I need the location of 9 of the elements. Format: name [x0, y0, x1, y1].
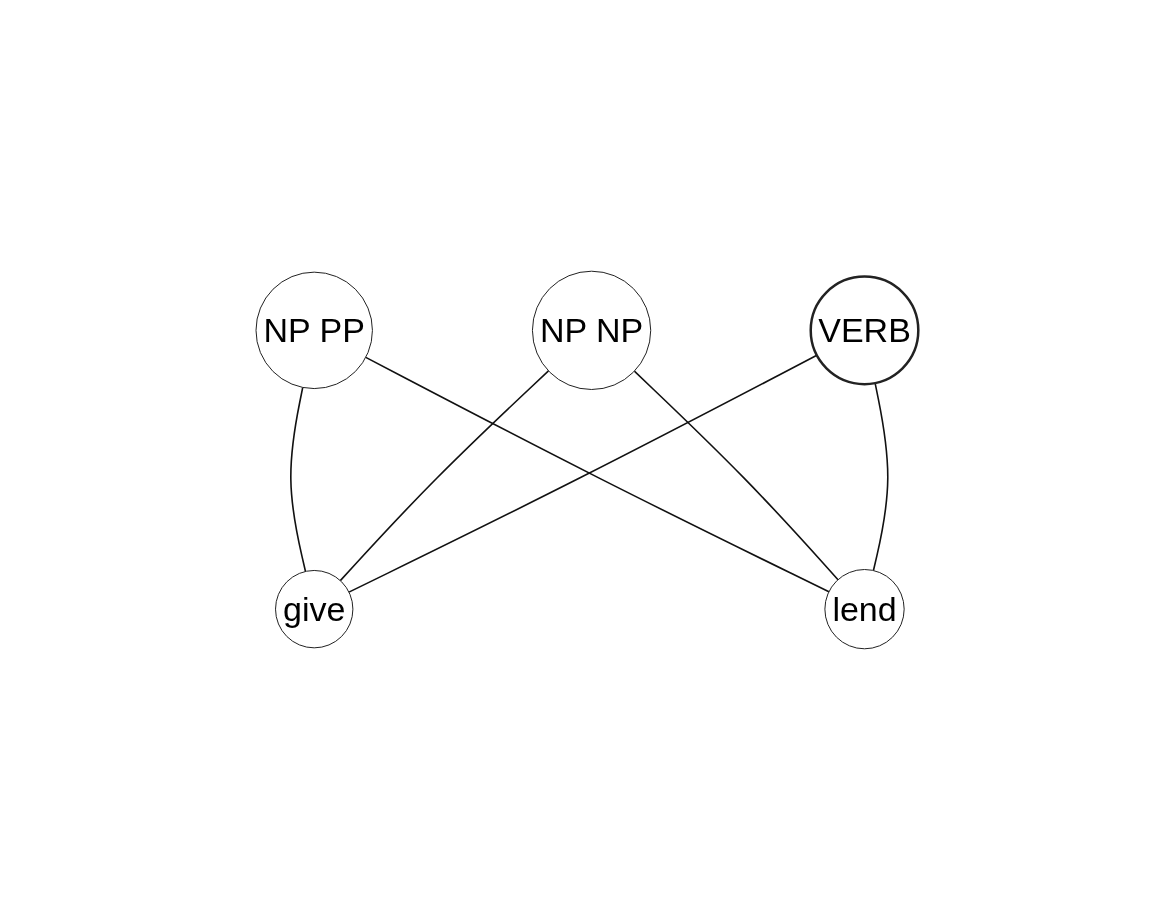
- connector: [339, 370, 550, 582]
- node-circle: give: [274, 569, 354, 649]
- node-circle: VERB: [809, 275, 920, 386]
- node-circle: NP NP: [531, 270, 652, 390]
- connector: [872, 382, 889, 572]
- node-circle: lend: [824, 569, 905, 650]
- connector: [633, 370, 839, 581]
- node-circle: NP PP: [255, 271, 373, 390]
- connector: [289, 386, 307, 573]
